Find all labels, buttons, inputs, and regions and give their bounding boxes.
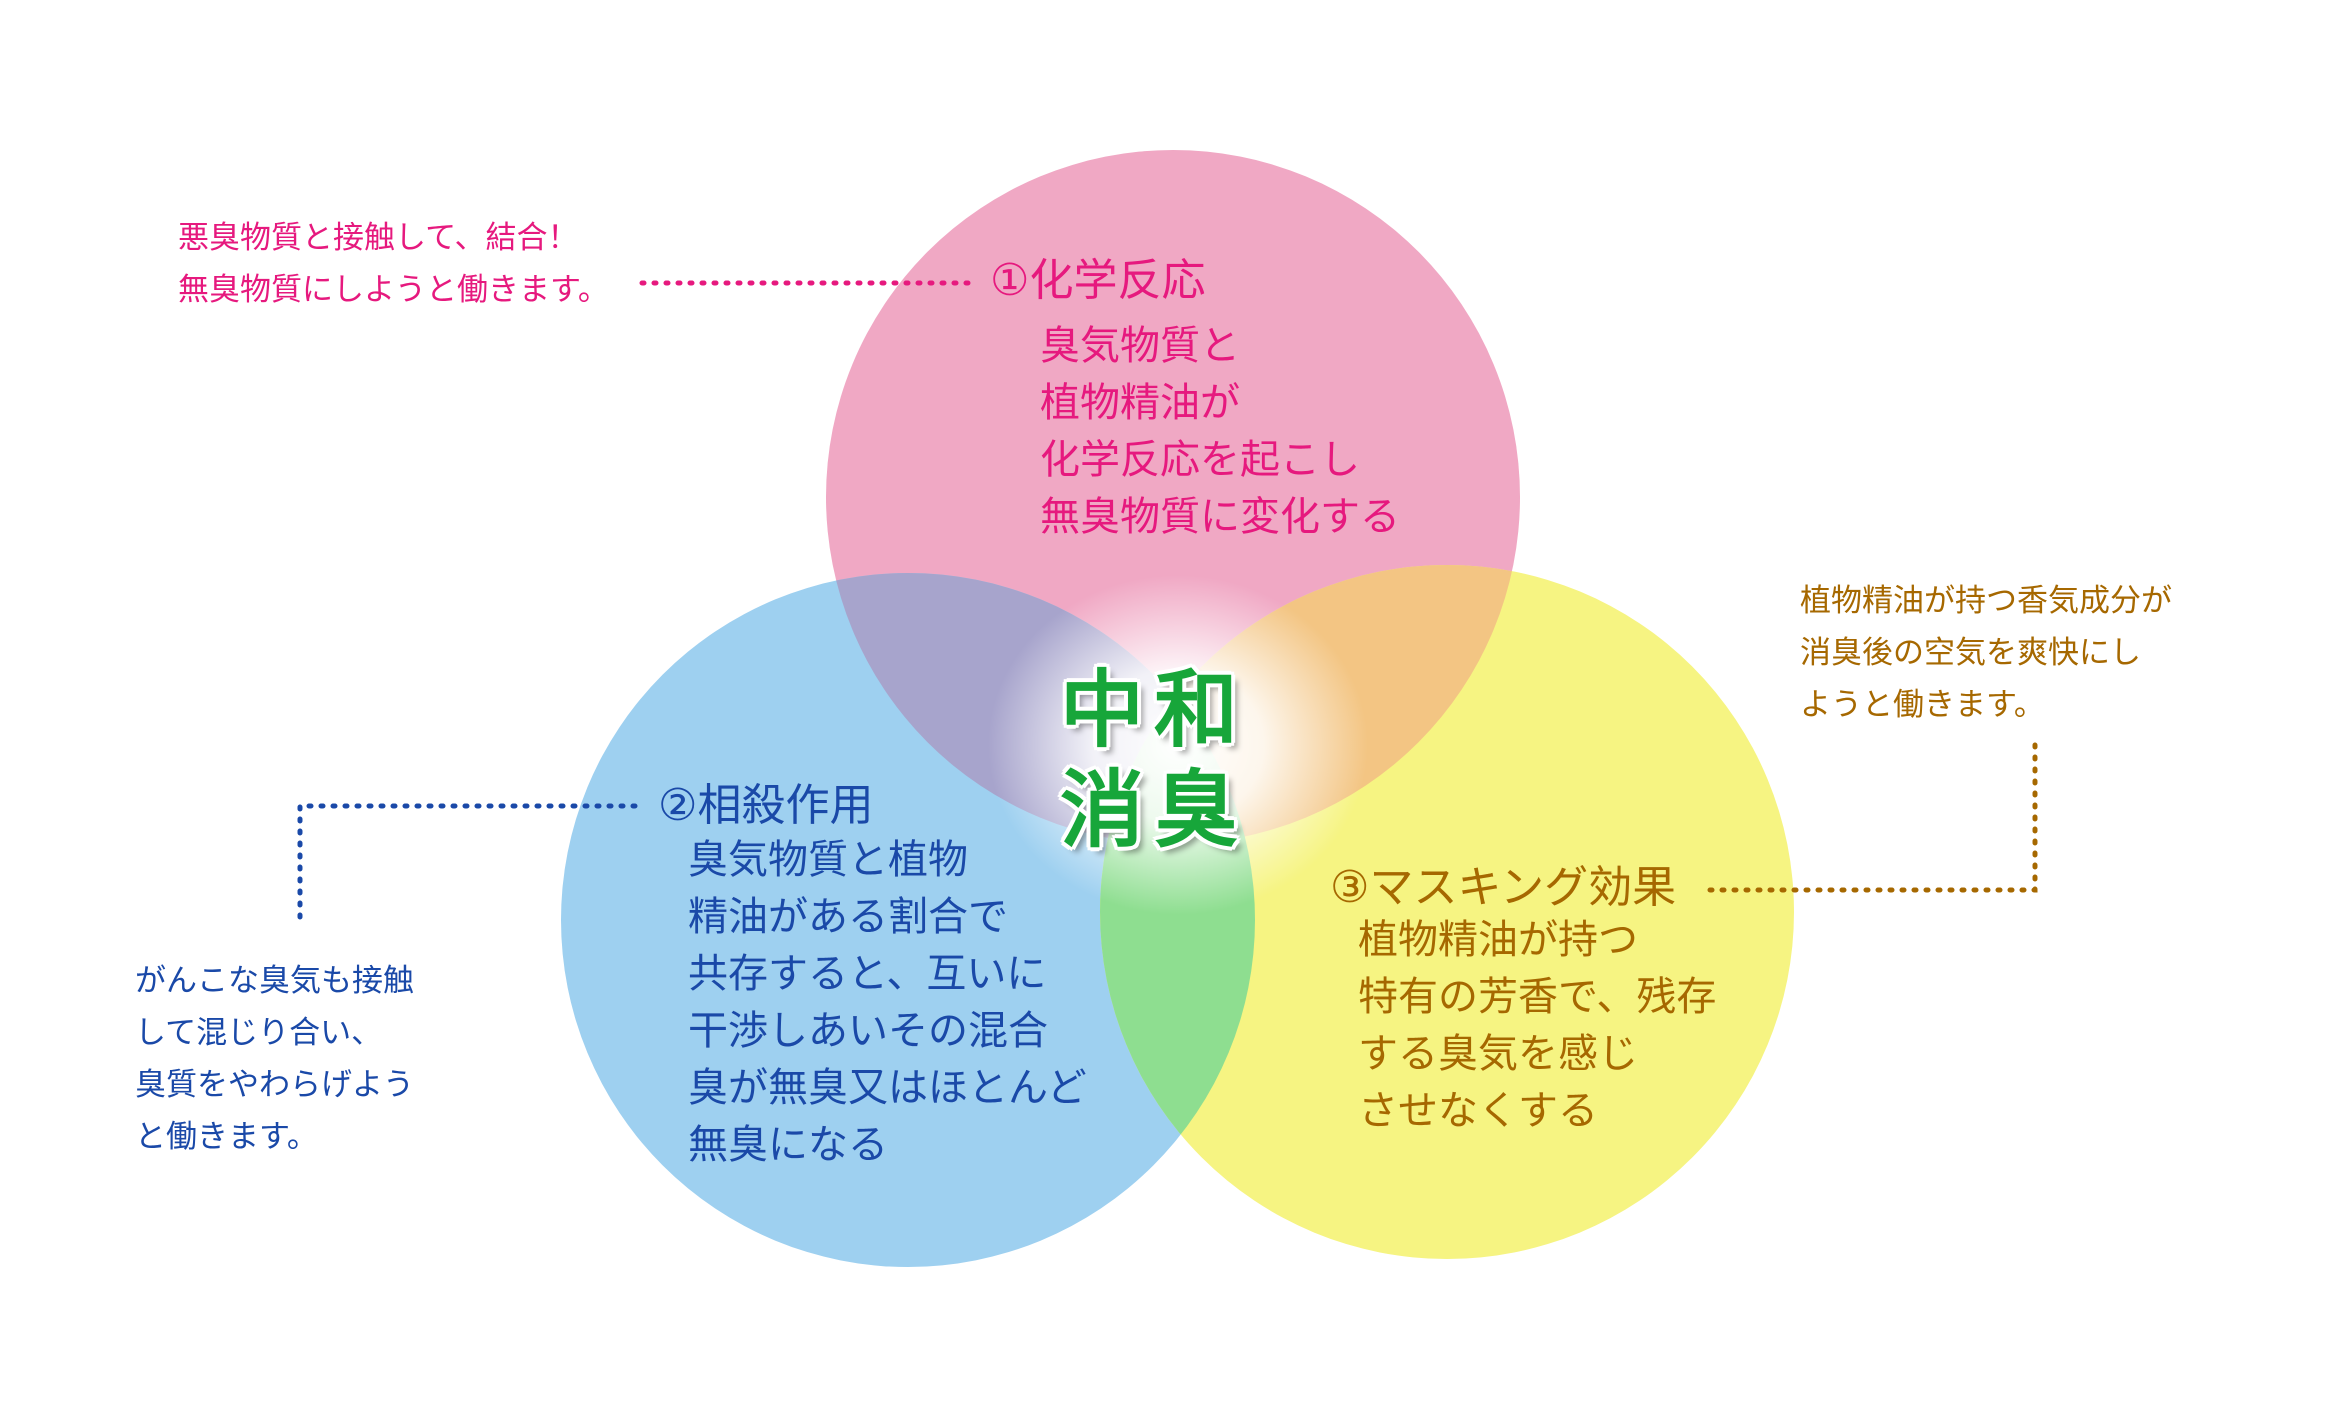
note-line: 臭質をやわらげよう <box>135 1067 414 1103</box>
body-line: させなくする <box>1358 1088 1598 1134</box>
center-label: 中和 消臭 <box>1060 660 1300 860</box>
body-line: 臭気物質と植物 <box>688 837 968 883</box>
note-line: がんこな臭気も接触 <box>135 963 414 999</box>
center-glow <box>988 575 1368 915</box>
body-line: 干渉しあいその混合 <box>688 1008 1048 1054</box>
body-line: する臭気を感じ <box>1358 1031 1638 1077</box>
body-line: 植物精油が持つ <box>1358 917 1638 963</box>
body-line: 臭気物質と <box>1040 323 1240 369</box>
center-line-1: 中和 <box>1060 661 1249 759</box>
note-line: 植物精油が持つ香気成分が <box>1800 583 2172 619</box>
note-line: 無臭物質にしようと働きます。 <box>178 272 609 308</box>
title-chemical-reaction: ①化学反応 <box>990 255 1206 306</box>
connector-offset <box>297 803 638 928</box>
title-offset-action: ②相殺作用 <box>658 780 874 831</box>
body-line: 化学反応を起こし <box>1040 437 1360 483</box>
note-offset-action: がんこな臭気も接触 して混じり合い、 臭質をやわらげよう と働きます。 <box>135 955 414 1163</box>
note-line: と働きます。 <box>135 1119 318 1155</box>
body-line: 無臭になる <box>688 1122 888 1168</box>
body-line: 植物精油が <box>1040 380 1240 426</box>
note-line: 消臭後の空気を爽快にし <box>1800 635 2141 671</box>
note-line: ようと働きます。 <box>1800 687 2045 723</box>
note-line: 悪臭物質と接触して、結合！ <box>178 220 579 256</box>
body-masking-effect: 植物精油が持つ 特有の芳香で、残存 する臭気を感じ させなくする <box>1358 912 1716 1140</box>
note-masking-effect: 植物精油が持つ香気成分が 消臭後の空気を爽快にし ようと働きます。 <box>1800 575 2172 731</box>
note-chemical-reaction: 悪臭物質と接触して、結合！ 無臭物質にしようと働きます。 <box>178 212 609 316</box>
center-line-2: 消臭 <box>1060 761 1249 859</box>
note-line: して混じり合い、 <box>135 1015 383 1051</box>
body-line: 臭が無臭又はほとんど <box>688 1065 1087 1111</box>
body-offset-action: 臭気物質と植物 精油がある割合で 共存すると、互いに 干渉しあいその混合 臭が無… <box>688 832 1087 1174</box>
connector-masking <box>1707 732 2038 893</box>
body-line: 精油がある割合で <box>688 894 1008 940</box>
body-chemical-reaction: 臭気物質と 植物精油が 化学反応を起こし 無臭物質に変化する <box>1040 318 1400 546</box>
body-line: 共存すると、互いに <box>688 951 1047 997</box>
body-line: 無臭物質に変化する <box>1040 494 1400 540</box>
title-masking-effect: ③マスキング効果 <box>1330 862 1677 913</box>
body-line: 特有の芳香で、残存 <box>1358 974 1717 1020</box>
